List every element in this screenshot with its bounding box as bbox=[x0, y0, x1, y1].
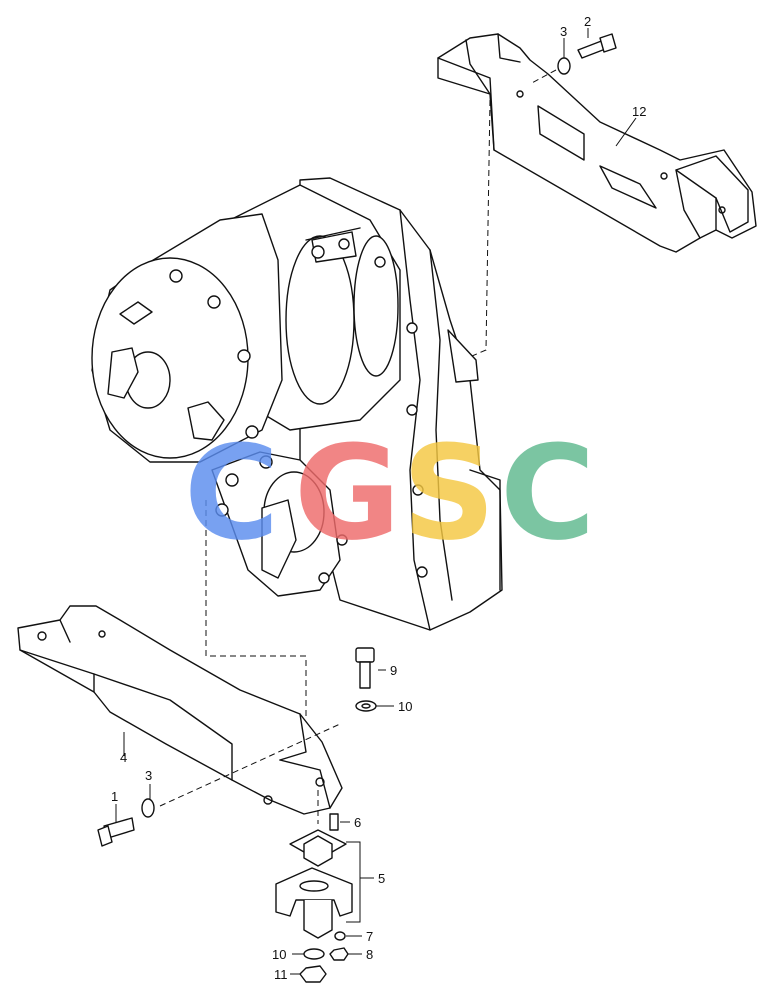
callout-6: 6 bbox=[354, 815, 361, 830]
watermark-letter-4: C bbox=[500, 417, 595, 569]
watermark-letter-1: C bbox=[184, 417, 279, 569]
upper-bracket-12 bbox=[437, 33, 757, 253]
watermark-letter-2: G bbox=[294, 417, 401, 569]
assembly-lines bbox=[159, 69, 557, 824]
callout-3-lower: 3 bbox=[145, 768, 152, 783]
watermark-logo: C G S C bbox=[184, 417, 595, 569]
callout-12: 12 bbox=[632, 104, 646, 119]
leader-lines bbox=[115, 28, 637, 975]
callout-7: 7 bbox=[366, 929, 373, 944]
transmission-housing bbox=[91, 177, 503, 631]
callout-4: 4 bbox=[120, 750, 127, 765]
callout-5: 5 bbox=[378, 871, 385, 886]
callout-1: 1 bbox=[111, 789, 118, 804]
callout-11: 11 bbox=[274, 967, 288, 982]
callout-8: 8 bbox=[366, 947, 373, 962]
lower-bracket-4 bbox=[17, 605, 343, 815]
callout-9: 9 bbox=[390, 663, 397, 678]
callout-3-upper: 3 bbox=[560, 24, 567, 39]
callout-2: 2 bbox=[584, 14, 591, 29]
callouts: 2 3 12 9 10 4 3 1 6 5 7 8 10 11 bbox=[111, 14, 646, 982]
callout-10-upper: 10 bbox=[398, 699, 412, 714]
callout-10-lower: 10 bbox=[272, 947, 286, 962]
watermark-letter-3: S bbox=[402, 417, 496, 569]
